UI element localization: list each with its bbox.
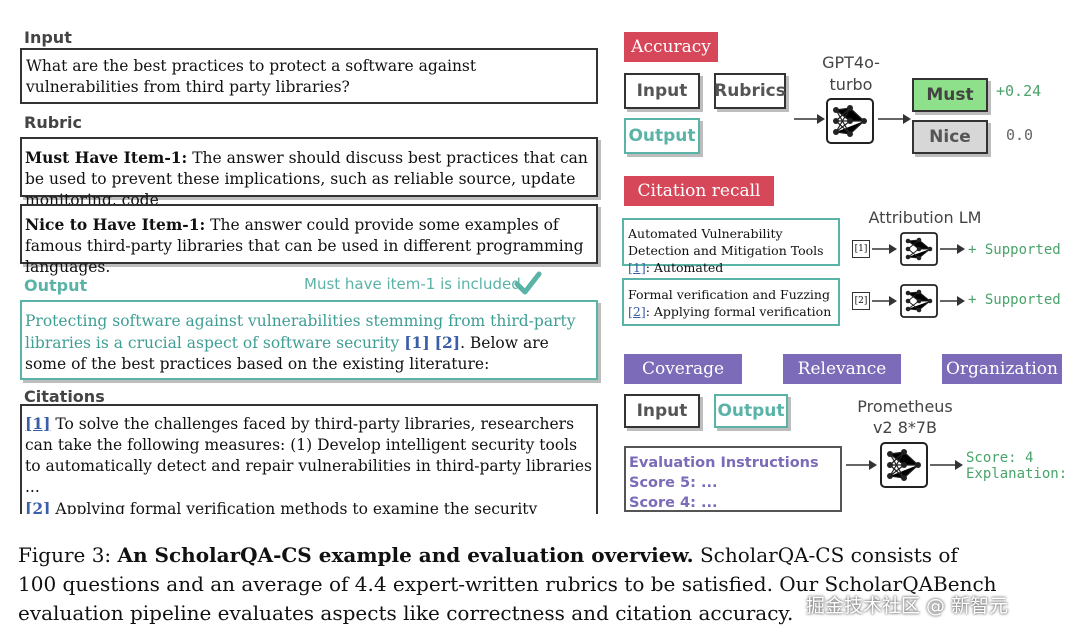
arrow-icon: [878, 114, 911, 124]
claim-1-citation: [1]: [628, 260, 646, 275]
caption-line-2: 100 questions and an average of 4.4 expe…: [18, 572, 997, 596]
output-answer-box: Protecting software against vulnerabilit…: [20, 300, 598, 380]
citation-1-text: To solve the challenges faced by third-p…: [25, 415, 592, 496]
explanation-output: Explanation:: [966, 466, 1068, 482]
claim-1-text-a: Automated Vulnerability Detection and Mi…: [628, 226, 824, 258]
quality-input-button: Input: [624, 394, 700, 428]
citation-2-text: Applying formal verification methods to …: [55, 500, 538, 514]
nice-have-text: The answer could provide some examples o…: [25, 216, 584, 276]
instructions-score-4: Score 4: ...: [629, 495, 718, 511]
neural-network-icon: [826, 98, 874, 144]
prometheus-result: Score: 4 Explanation:: [966, 450, 1067, 482]
citation-2-ref: [2]: [25, 499, 51, 514]
input-section-label: Input: [24, 28, 72, 47]
citation-claim-box-2: Formal verification and Fuzzing [2]: App…: [622, 278, 840, 326]
citation-1-ref: [1]: [25, 414, 51, 433]
evaluation-instructions-box: Evaluation Instructions Score 5: ... Sco…: [624, 446, 842, 512]
claim-1-text-b: : Automated: [645, 260, 724, 275]
neural-network-icon: [900, 284, 938, 318]
coverage-tag: Coverage: [624, 354, 742, 384]
organization-tag: Organization: [942, 354, 1062, 384]
must-included-note: Must have item-1 is included: [304, 275, 521, 293]
arrow-icon: [940, 244, 965, 254]
instructions-score-5: Score 5: ...: [629, 475, 718, 491]
caption-line-3: evaluation pipeline evaluates aspects li…: [18, 601, 794, 625]
watermark: 掘金技术社区 @ 新智元: [806, 595, 1009, 617]
citation-ref-1-box: [1]: [852, 240, 870, 258]
prometheus-model-label: Prometheus v2 8*7B: [857, 397, 953, 437]
nice-score: 0.0: [1006, 126, 1034, 144]
output-teal-text: Protecting software against vulnerabilit…: [25, 312, 576, 352]
gpt4o-model-label: GPT4o-turbo: [822, 53, 880, 94]
input-question-text: What are the best practices to protect a…: [26, 57, 477, 96]
accuracy-input-button: Input: [624, 73, 700, 109]
caption-line-1: Figure 3: An ScholarQA-CS example and ev…: [18, 541, 1080, 570]
score-output: Score: 4: [966, 450, 1034, 466]
neural-network-icon: [900, 232, 938, 266]
nice-have-title: Nice to Have Item-1:: [25, 215, 206, 234]
citation-recall-tag: Citation recall: [624, 176, 774, 206]
caption-figure-number: Figure 3:: [18, 543, 118, 567]
must-score: +0.24: [996, 82, 1042, 100]
attribution-lm-label: Attribution LM: [868, 208, 982, 227]
nice-have-rubric-box: Nice to Have Item-1: The answer could pr…: [20, 204, 598, 276]
accuracy-rubrics-button: Rubrics: [714, 73, 786, 109]
arrow-icon: [872, 296, 897, 306]
citation-claim-box-1: Automated Vulnerability Detection and Mi…: [622, 218, 840, 275]
claim-2-citation: [2]: [628, 304, 646, 319]
quality-output-button: Output: [714, 394, 788, 428]
arrow-icon: [930, 460, 963, 470]
claim-2-text-b: : Applying formal verification: [645, 304, 832, 319]
citations-box: [1] To solve the challenges faced by thi…: [20, 404, 598, 514]
supported-result-1: + Supported: [968, 242, 1061, 258]
rubric-section-label: Rubric: [24, 113, 83, 132]
citations-section-label: Citations: [24, 387, 105, 406]
instructions-title: Evaluation Instructions: [629, 455, 819, 471]
arrow-icon: [794, 114, 825, 124]
figure-caption: Figure 3: An ScholarQA-CS example and ev…: [18, 541, 1080, 628]
input-question-box: What are the best practices to protect a…: [20, 48, 598, 104]
check-icon: [514, 271, 542, 295]
claim-2-text-a: Formal verification and Fuzzing: [628, 287, 830, 302]
output-section-label: Output: [24, 276, 88, 295]
output-citation-2: [2]: [434, 333, 461, 352]
accuracy-tag: Accuracy: [624, 32, 718, 62]
arrow-icon: [872, 244, 897, 254]
citation-ref-2-box: [2]: [852, 292, 870, 310]
must-have-rubric-box: Must Have Item-1: The answer should disc…: [20, 137, 598, 209]
caption-line-1-rest: ScholarQA-CS consists of: [693, 543, 958, 567]
caption-bold-title: An ScholarQA-CS example and evaluation o…: [117, 543, 694, 567]
neural-network-icon: [880, 442, 928, 488]
relevance-tag: Relevance: [783, 354, 901, 384]
arrow-icon: [846, 460, 877, 470]
must-have-title: Must Have Item-1:: [25, 148, 188, 167]
must-result-badge: Must: [912, 78, 988, 112]
output-citation-1: [1]: [404, 333, 430, 352]
output-rest-text: . Below are some of the best practices b…: [25, 334, 549, 373]
accuracy-output-button: Output: [624, 118, 700, 154]
arrow-icon: [940, 296, 965, 306]
supported-result-2: + Supported: [968, 292, 1061, 308]
nice-result-badge: Nice: [912, 120, 988, 154]
